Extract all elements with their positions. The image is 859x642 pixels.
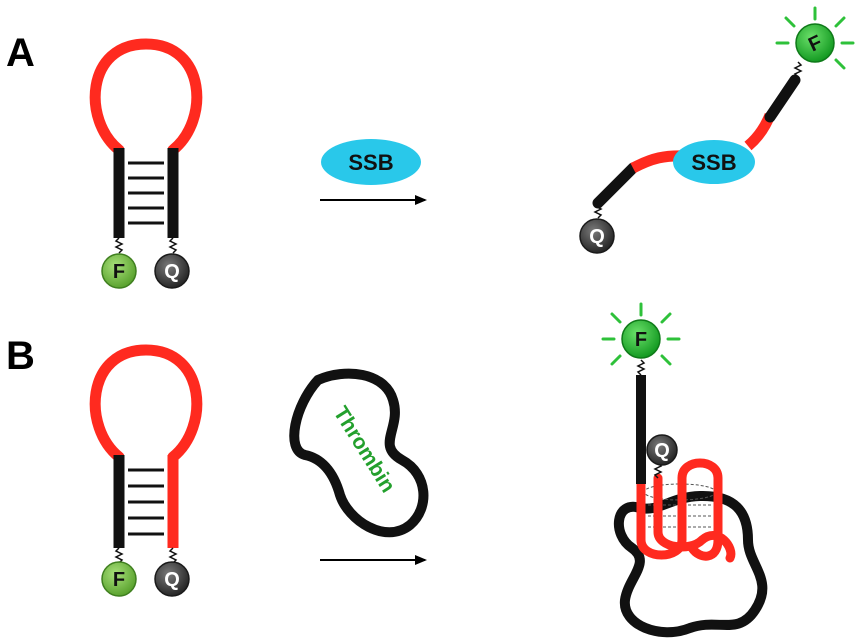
quencher-a: Q <box>154 253 190 289</box>
quencher-label: Q <box>164 261 180 283</box>
quencher-bound-label: Q <box>654 440 670 462</box>
hairpin-beacon-b: F Q <box>89 344 203 597</box>
fluorophore-label: F <box>113 261 125 283</box>
emission-rays-b <box>601 302 681 366</box>
linker-f-b <box>114 547 124 564</box>
linker-q-b <box>168 547 178 564</box>
emission-rays-a <box>775 6 855 70</box>
open-stem-right <box>764 74 801 123</box>
bound-ssb-label: SSB <box>691 150 736 175</box>
ssb-label: SSB <box>348 150 393 175</box>
quencher-bound: Q <box>646 434 678 466</box>
ssb-bound-strand: SSB Q F <box>579 6 855 254</box>
linker-q-a <box>168 237 178 254</box>
fluorophore-bright-a: F <box>775 6 855 70</box>
thrombin-outline <box>289 368 429 538</box>
fluorophore-b: F <box>101 561 137 597</box>
base-pairs-b <box>128 468 164 536</box>
quencher-b: Q <box>154 561 190 597</box>
fluorophore-a: F <box>101 253 137 289</box>
loop-strand-b <box>89 344 203 463</box>
open-stem-left <box>592 162 639 209</box>
quencher-open-label: Q <box>589 226 605 248</box>
linker-q-open <box>593 202 603 219</box>
linker-f-a <box>114 237 124 254</box>
quencher-open: Q <box>579 218 615 254</box>
fluorophore-bright-b-label: F <box>635 329 647 351</box>
linker-f-bound <box>636 359 646 376</box>
quencher-b-label: Q <box>164 569 180 591</box>
fluorophore-b-label: F <box>113 569 125 591</box>
bound-ssb-ellipse <box>673 140 755 184</box>
linker-f-open <box>793 61 803 78</box>
ssb-reagent: SSB <box>321 139 421 185</box>
panel-a: A F Q <box>6 6 855 289</box>
ssb-ellipse <box>321 139 421 185</box>
panel-b-label: B <box>6 334 35 378</box>
base-pairs-a <box>128 161 164 225</box>
quadruplex-strand-main <box>636 458 723 561</box>
fluorophore-bright-b: F <box>601 302 681 366</box>
loop-strand-a <box>89 38 203 156</box>
panel-b: B F Q <box>6 302 768 638</box>
panel-a-label: A <box>6 31 35 75</box>
quadruplex-strand-inner <box>653 473 736 563</box>
thrombin-reagent: Thrombin <box>289 368 429 538</box>
hairpin-beacon-a: F Q <box>89 38 203 289</box>
thrombin-bound-quadruplex: Q F <box>601 302 768 638</box>
